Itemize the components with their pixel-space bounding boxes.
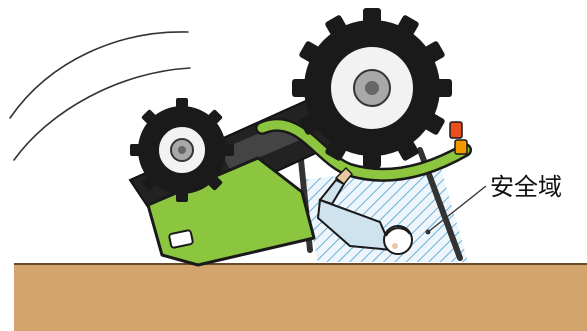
front-wheel-icon xyxy=(130,98,234,202)
safety-zone-label: 安全域 xyxy=(490,171,562,203)
warning-light-icon xyxy=(450,122,462,138)
ground xyxy=(14,263,587,331)
amber-light-icon xyxy=(455,140,467,154)
